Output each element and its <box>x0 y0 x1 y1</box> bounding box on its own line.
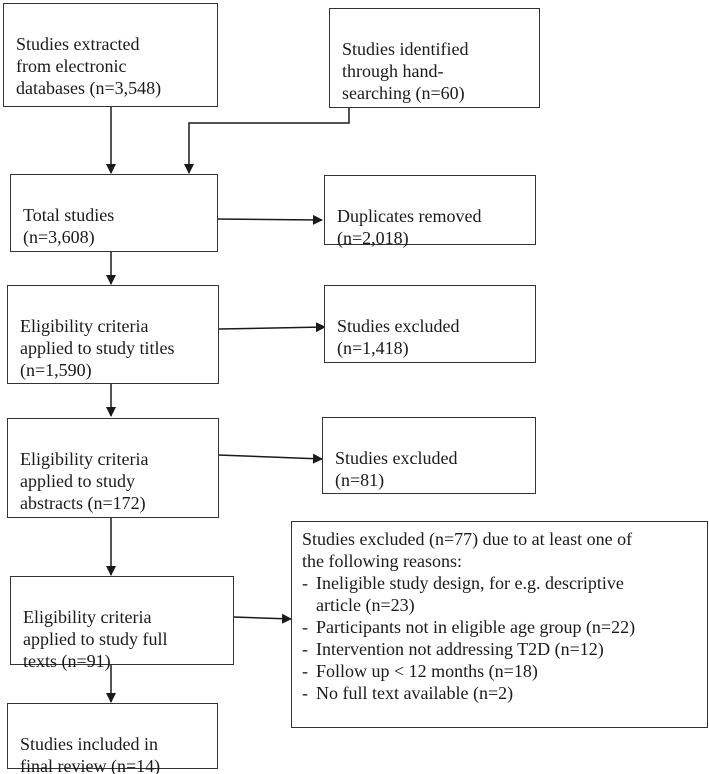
box-abstracts-screening: Eligibility criteria applied to study ab… <box>7 418 219 518</box>
exclusion-reason-item: Follow up < 12 months (n=18) <box>302 660 699 682</box>
exclusions-intro: Studies excluded (n=77) due to at least … <box>302 529 633 571</box>
box-excluded-titles-text: Studies excluded (n=1,418) <box>337 316 460 358</box>
box-studies-included-text: Studies included in final review (n=14) <box>20 734 161 774</box>
box-titles-screening-text: Eligibility criteria applied to study ti… <box>20 316 175 380</box>
box-titles-screening: Eligibility criteria applied to study ti… <box>7 285 219 384</box>
box-total-studies-text: Total studies (n=3,608) <box>23 205 115 247</box>
box-electronic-databases-text: Studies extracted from electronic databa… <box>16 34 162 98</box>
exclusion-reason-item: No full text available (n=2) <box>302 682 699 704</box>
arrow-total-to-duplicates <box>216 214 323 225</box>
box-duplicates-removed: Duplicates removed (n=2,018) <box>324 175 536 248</box>
box-hand-searching-text: Studies identified through hand- searchi… <box>342 39 469 103</box>
box-duplicates-removed-text: Duplicates removed (n=2,018) <box>337 206 482 248</box>
box-abstracts-screening-text: Eligibility criteria applied to study ab… <box>20 449 149 513</box>
exclusion-reason-item: Ineligible study design, for e.g. descri… <box>302 572 699 616</box>
arrow-fulltexts-to-reasons <box>232 613 292 624</box>
arrow-abstracts-to-excluded <box>217 453 323 464</box>
arrow-hand-to-total <box>184 108 350 174</box>
exclusion-reasons-list: Ineligible study design, for e.g. descri… <box>302 572 699 704</box>
box-excluded-abstracts: Studies excluded (n=81) <box>322 417 536 494</box>
box-fulltext-screening: Eligibility criteria applied to study fu… <box>10 576 234 671</box>
box-studies-included: Studies included in final review (n=14) <box>7 703 218 774</box>
arrow-titles-to-excluded <box>218 322 326 333</box>
exclusion-reason-item: Intervention not addressing T2D (n=12) <box>302 638 699 660</box>
box-hand-searching: Studies identified through hand- searchi… <box>329 8 540 108</box>
box-excluded-titles: Studies excluded (n=1,418) <box>324 285 536 363</box>
box-total-studies: Total studies (n=3,608) <box>10 174 218 252</box>
box-electronic-databases: Studies extracted from electronic databa… <box>3 3 218 107</box>
box-fulltext-screening-text: Eligibility criteria applied to study fu… <box>23 607 168 671</box>
box-excluded-abstracts-text: Studies excluded (n=81) <box>335 448 458 490</box>
exclusion-reason-item: Participants not in eligible age group (… <box>302 616 699 638</box>
box-fulltext-exclusions: Studies excluded (n=77) due to at least … <box>291 521 708 728</box>
